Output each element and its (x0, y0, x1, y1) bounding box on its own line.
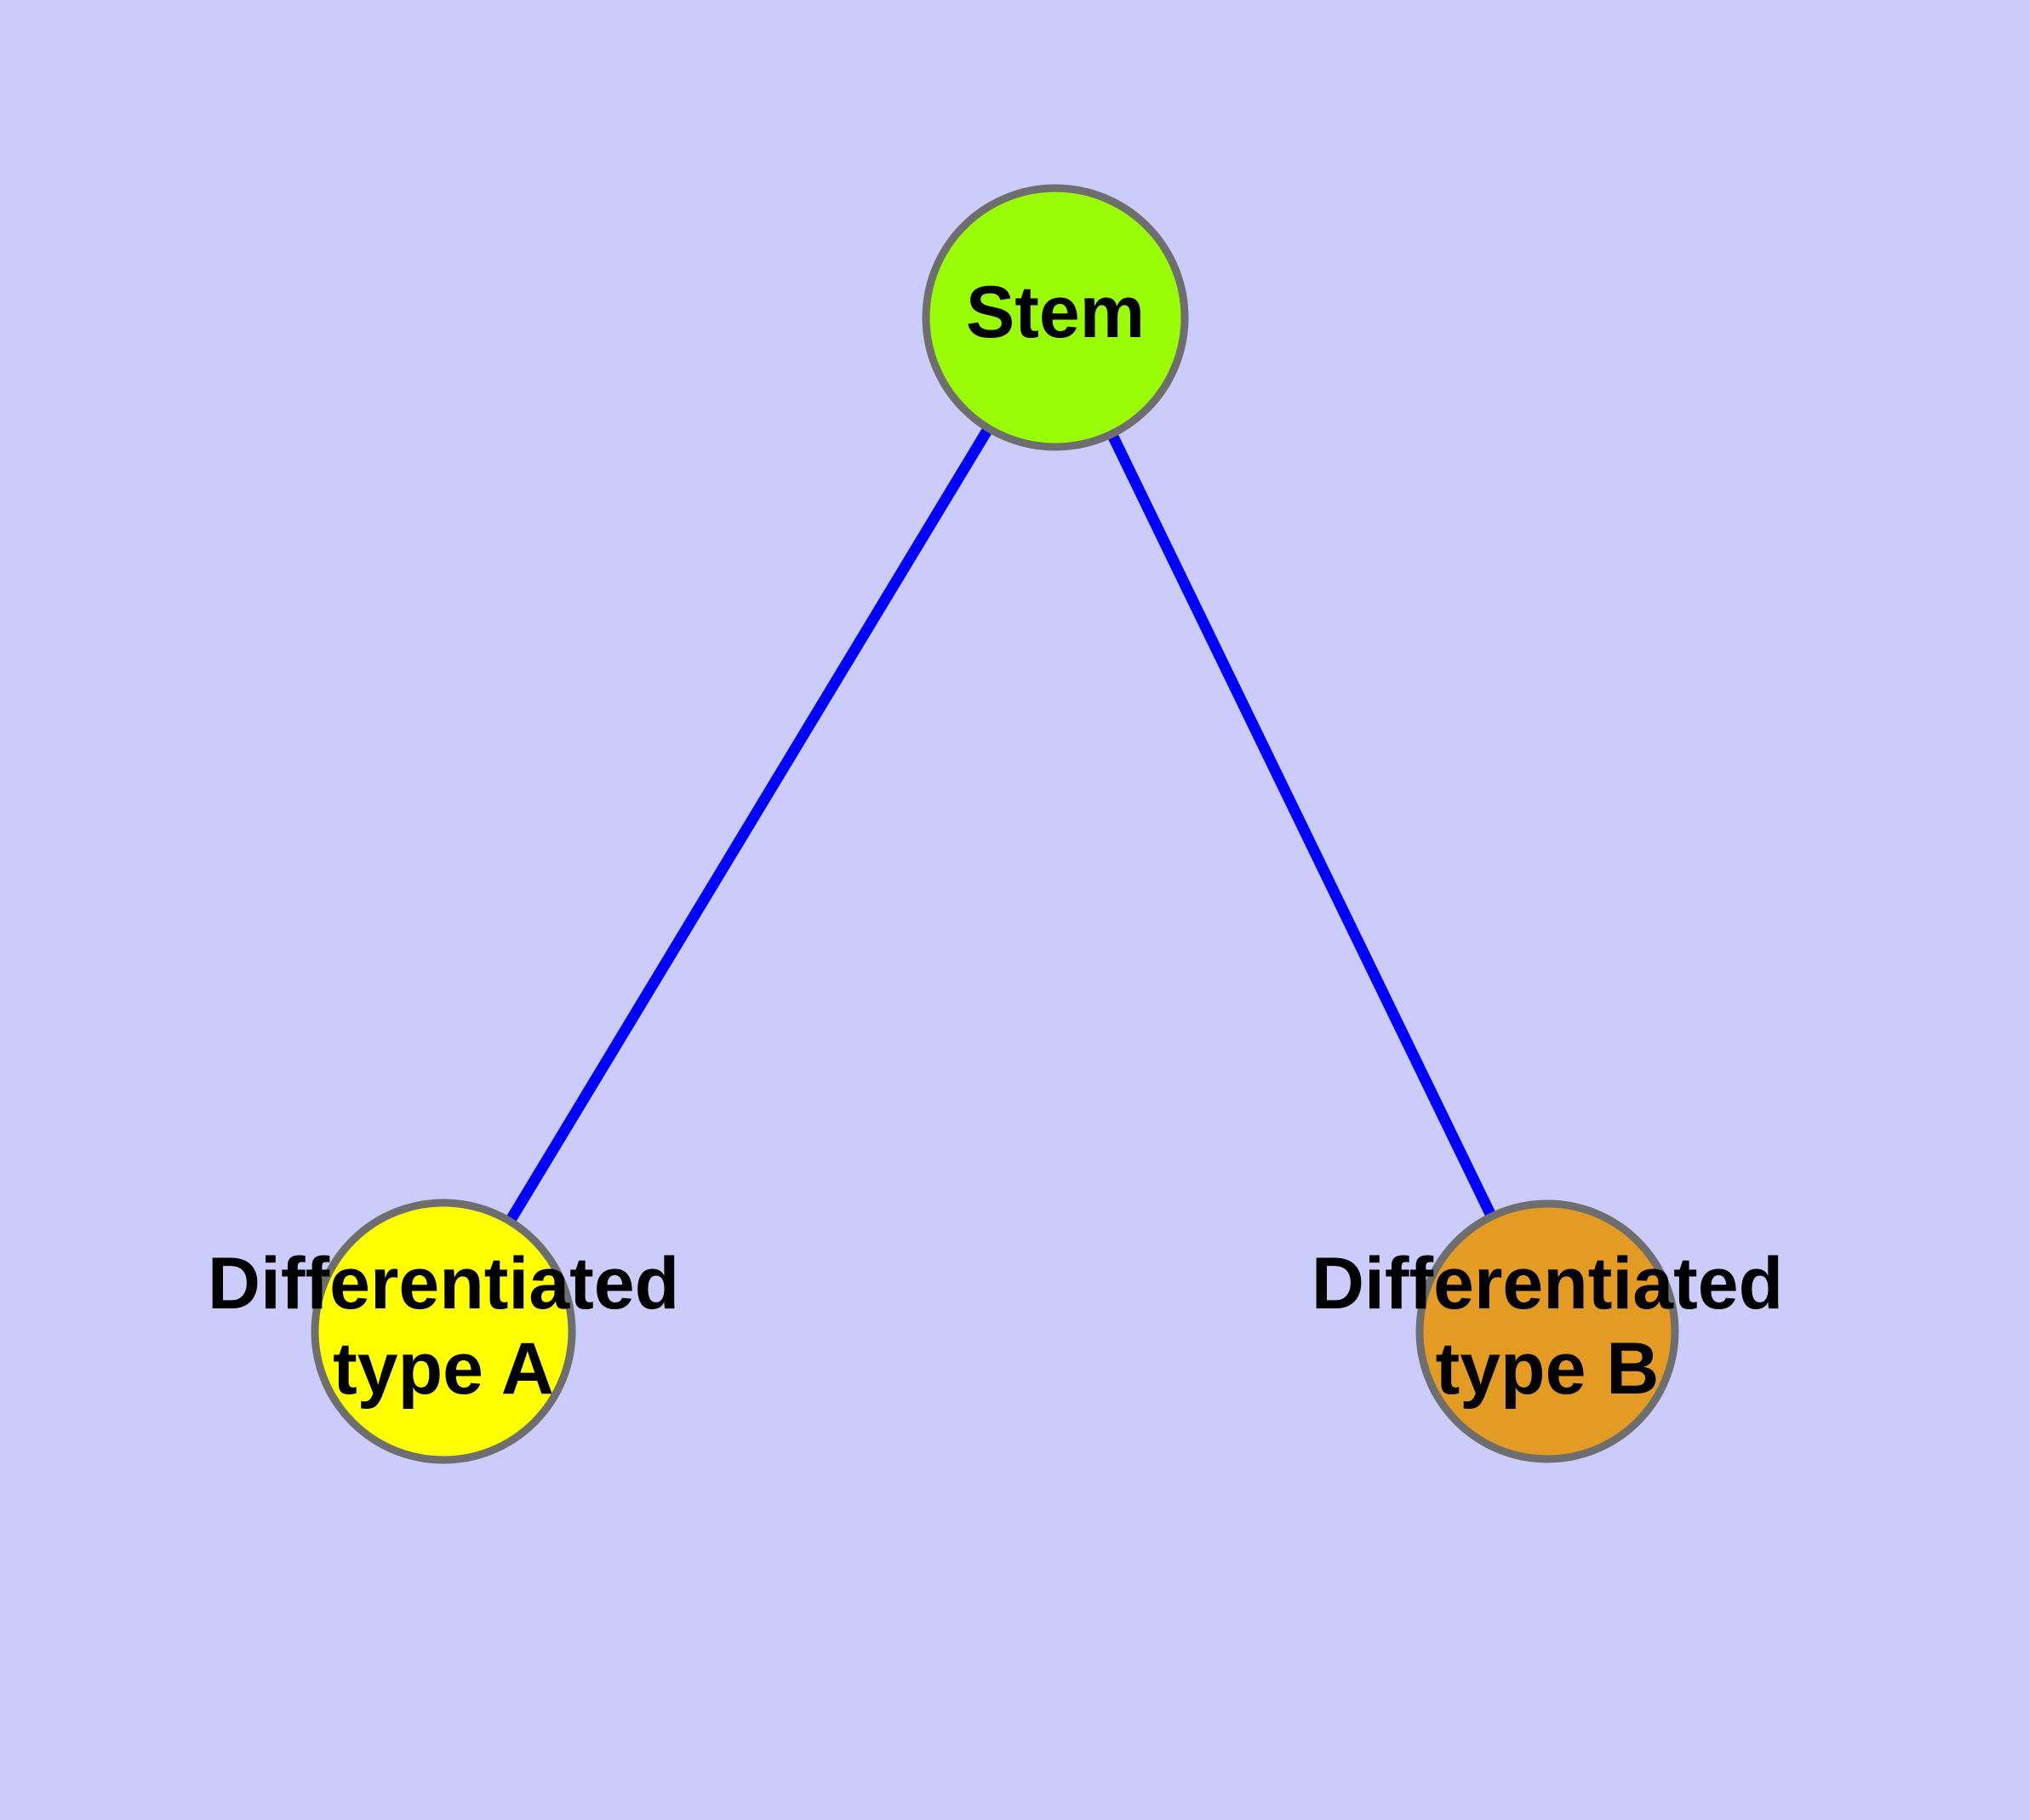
node-label-line: Differentiated (1312, 1243, 1783, 1325)
node-circle-diff-b[interactable] (1415, 1199, 1679, 1463)
node-circle-stem[interactable] (922, 184, 1189, 451)
edges-group (504, 424, 1498, 1226)
edge-stem-to-diff-a[interactable] (504, 424, 995, 1226)
node-label-stem: Stem (966, 272, 1145, 353)
node-label-line: Stem (966, 272, 1145, 353)
node-label-line: Differentiated (208, 1243, 679, 1325)
node-stem[interactable]: Stem (922, 184, 1189, 451)
node-circle-diff-a[interactable] (311, 1199, 576, 1464)
edge-stem-to-diff-b[interactable] (1106, 430, 1498, 1221)
node-label-line: type B (1436, 1328, 1660, 1410)
node-label-line: type A (333, 1328, 554, 1410)
